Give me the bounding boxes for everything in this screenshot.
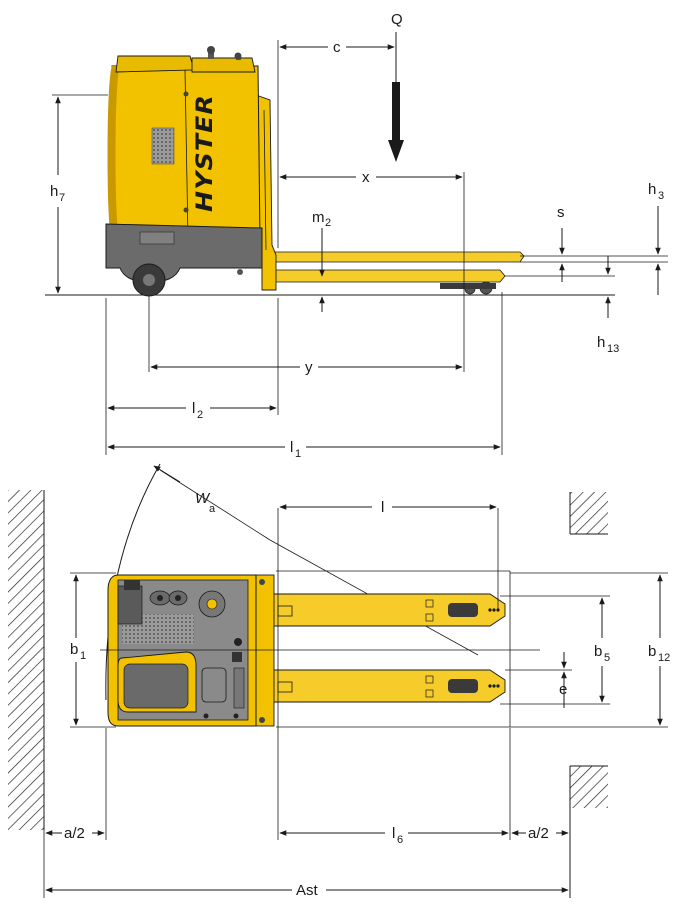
svg-text:12: 12 xyxy=(658,652,670,664)
svg-text:7: 7 xyxy=(59,192,65,204)
label-l2: l xyxy=(192,400,195,417)
tiller-icon xyxy=(124,580,140,590)
label-b12: b xyxy=(648,643,656,660)
roller-icon xyxy=(448,679,478,693)
label-e: e xyxy=(559,681,567,698)
obstacle-top-right xyxy=(570,492,608,534)
label-s: s xyxy=(557,204,565,221)
knob-icon xyxy=(208,50,214,59)
label-a2-right: a/2 xyxy=(528,825,549,842)
svg-text:3: 3 xyxy=(658,190,664,202)
key-icon xyxy=(234,638,242,646)
svg-text:1: 1 xyxy=(80,650,86,662)
label-Wa: W xyxy=(195,490,211,507)
label-l1: l xyxy=(290,439,293,456)
label-l6: l xyxy=(392,825,395,842)
fork-side xyxy=(269,251,525,263)
obstacle-bottom-right xyxy=(570,766,608,808)
wall-left xyxy=(8,490,44,830)
chassis-plate xyxy=(139,231,175,245)
label-Q: Q xyxy=(391,11,403,28)
brand-logo: HYSTER xyxy=(193,94,218,212)
svg-text:a: a xyxy=(209,503,216,515)
label-c: c xyxy=(333,39,341,56)
svg-text:5: 5 xyxy=(604,652,610,664)
bolt-icon xyxy=(237,269,243,275)
label-b5: b xyxy=(594,643,602,660)
svg-text:6: 6 xyxy=(397,834,403,846)
load-roller xyxy=(440,283,496,289)
body-front-edge xyxy=(107,66,120,242)
label-h7: h xyxy=(50,183,58,200)
roller-icon xyxy=(448,603,478,617)
fork-base-side xyxy=(261,269,506,283)
side-view: HYSTER Q c x h 7 m 2 xyxy=(45,11,668,460)
top-view: W a xyxy=(8,463,670,899)
svg-text:1: 1 xyxy=(295,448,301,460)
svg-text:2: 2 xyxy=(197,409,203,421)
label-h3: h xyxy=(648,181,656,198)
turning-arc xyxy=(105,463,161,701)
top-cover-rear xyxy=(191,57,256,73)
label-x: x xyxy=(362,169,370,186)
label-h13: h xyxy=(597,334,605,351)
svg-text:13: 13 xyxy=(607,343,619,355)
label-b1: b xyxy=(70,641,78,658)
label-l: l xyxy=(381,499,384,516)
svg-text:2: 2 xyxy=(325,217,331,229)
label-Ast: Ast xyxy=(296,882,319,899)
label-m2: m xyxy=(312,209,325,226)
vent-grille xyxy=(151,127,175,165)
label-y: y xyxy=(305,359,313,376)
carriage-top xyxy=(253,574,275,727)
label-a2-left: a/2 xyxy=(64,825,85,842)
top-cover xyxy=(115,55,195,73)
load-arrow-head xyxy=(388,82,404,162)
